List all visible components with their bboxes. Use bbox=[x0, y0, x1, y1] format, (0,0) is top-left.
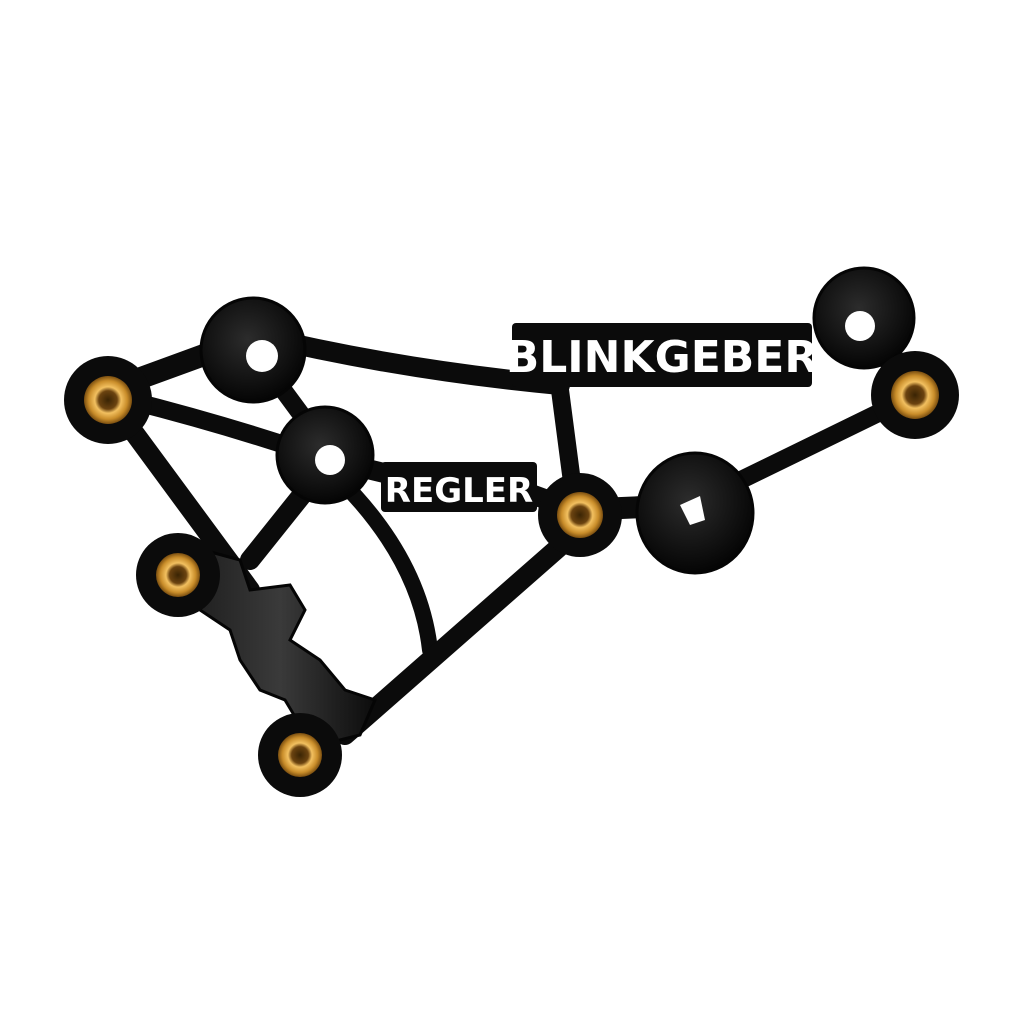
insert-left bbox=[64, 356, 152, 444]
boss-upper-left bbox=[199, 296, 307, 404]
label-blinkgeber: BLINKGEBER bbox=[506, 323, 819, 387]
insert-right bbox=[871, 351, 959, 439]
cable-clip bbox=[182, 542, 378, 747]
label-regler: REGLER bbox=[381, 462, 537, 512]
boss-upper-right bbox=[812, 266, 916, 370]
label-blinkgeber-text: BLINKGEBER bbox=[506, 332, 819, 383]
boss-middle bbox=[275, 405, 375, 505]
insert-center bbox=[538, 473, 622, 557]
boss-oval bbox=[635, 451, 755, 575]
label-regler-text: REGLER bbox=[385, 471, 533, 511]
insert-lower-left bbox=[136, 533, 220, 617]
insert-bottom bbox=[258, 713, 342, 797]
